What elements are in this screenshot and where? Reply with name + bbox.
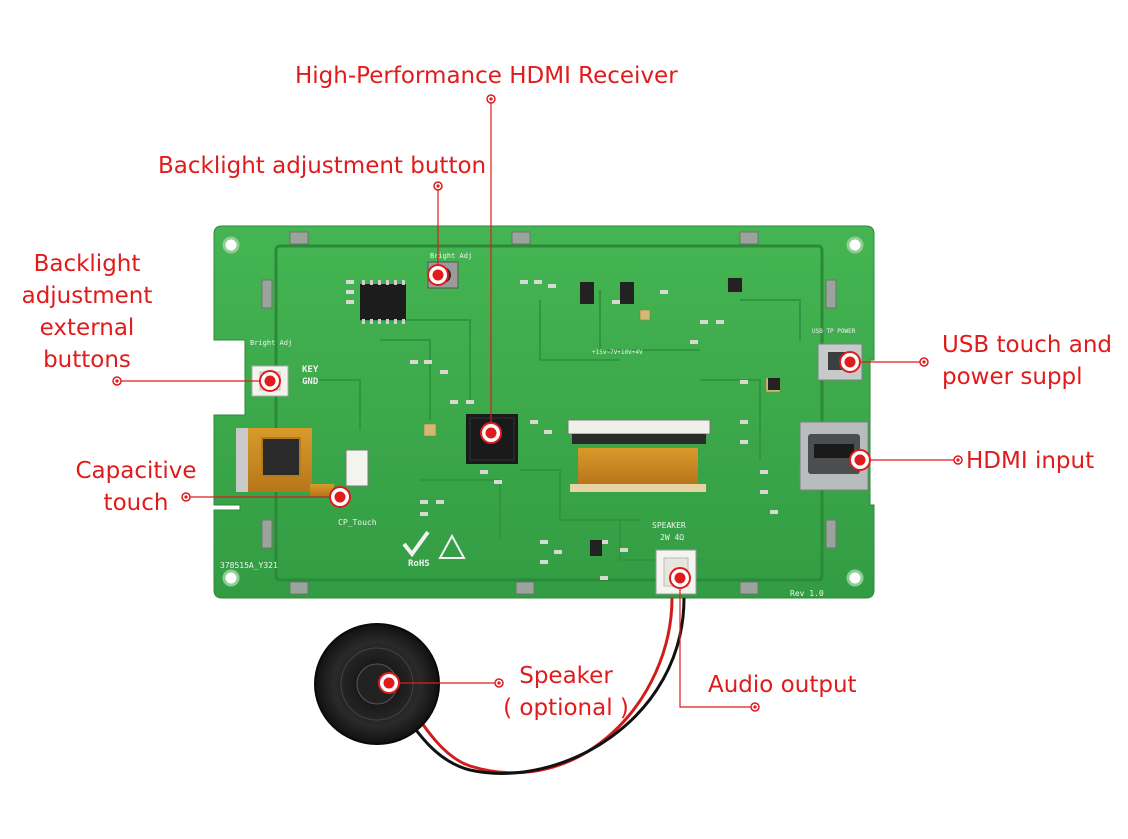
label-line: power suppl: [942, 364, 1083, 390]
label-line: buttons: [43, 347, 131, 373]
mount-hole: [222, 569, 240, 587]
lcd-fpc-connector: [567, 419, 711, 435]
pcb-board: Bright Adj Bright Adj KEY GND CP_Touch S…: [213, 225, 875, 599]
silk-revision: Rev 1.0: [790, 589, 824, 598]
silk-rohs: RoHS: [408, 559, 430, 569]
silk-speaker-spec: 2W 4Ω: [660, 533, 684, 542]
callout-markers: [112, 94, 963, 712]
silk-part-number: 378515A_Y321: [220, 561, 278, 570]
esd-warning-icon: [438, 533, 466, 559]
label-line: touch: [103, 490, 169, 516]
label-line: Backlight: [33, 251, 141, 277]
silk-speaker: SPEAKER: [652, 521, 686, 530]
silk-gnd: GND: [302, 377, 319, 387]
silk-cp-touch: CP_Touch: [338, 518, 377, 527]
rohs-check-icon: [402, 530, 430, 558]
label-line: USB touch and: [942, 332, 1112, 358]
callout-lines: [117, 99, 958, 708]
silk-voltage: +15V~7V+10V+4V: [592, 349, 643, 356]
mount-hole: [846, 236, 864, 254]
label-line: adjustment: [21, 283, 153, 309]
label-line: external: [39, 315, 135, 341]
label-line: Speaker: [519, 663, 613, 689]
label-hdmi-receiver: High-Performance HDMI Receiver: [295, 63, 678, 89]
silk-bright-adj-top: Bright Adj: [430, 252, 472, 260]
label-backlight-button: Backlight adjustment button: [158, 153, 487, 179]
silk-usb-power: USB TP POWER: [812, 328, 856, 335]
label-line: Capacitive: [75, 458, 197, 484]
ic-chip-u5: [360, 284, 406, 320]
mount-hole: [846, 569, 864, 587]
label-capacitive-touch: Capacitive touch: [66, 455, 206, 519]
label-speaker: Speaker ( optional ): [494, 660, 638, 724]
mount-hole: [222, 236, 240, 254]
label-hdmi-input: HDMI input: [966, 448, 1095, 474]
label-backlight-external: Backlight adjustment external buttons: [18, 248, 156, 376]
silk-key: KEY: [302, 365, 319, 375]
label-audio-output: Audio output: [708, 672, 857, 698]
label-line: ( optional ): [503, 695, 629, 721]
silk-bright-adj-left: Bright Adj: [250, 339, 292, 347]
component-targets: [259, 264, 871, 694]
touch-connector: [345, 449, 369, 487]
label-usb-touch: USB touch and power suppl: [942, 329, 1112, 393]
